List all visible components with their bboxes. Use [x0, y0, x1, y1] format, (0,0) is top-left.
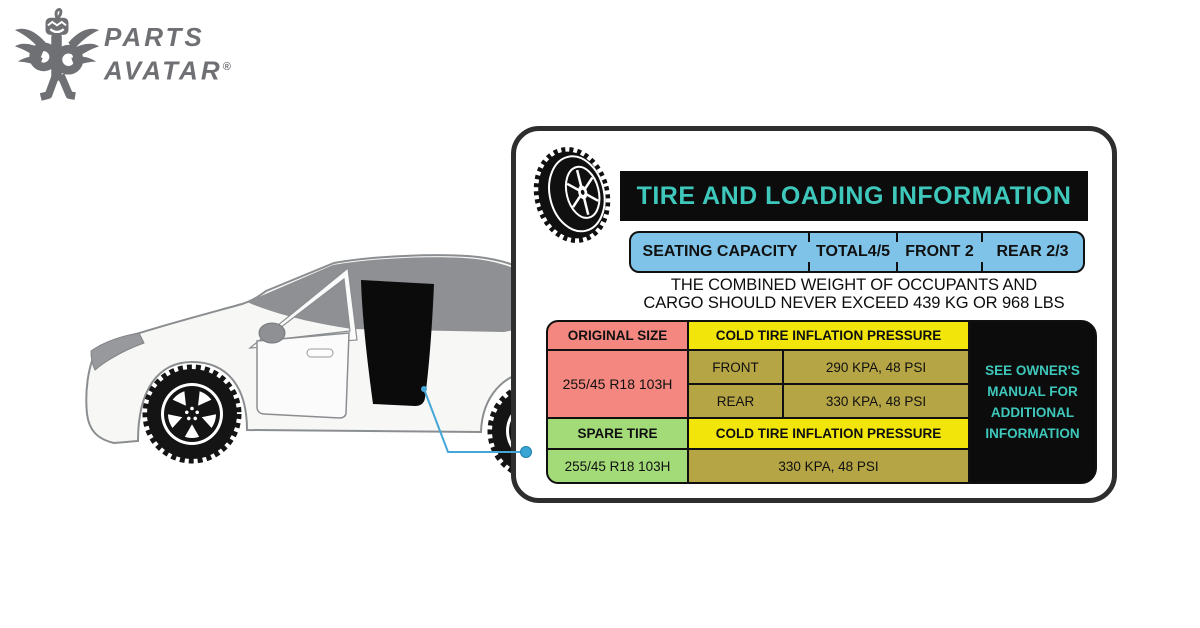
seating-capacity-label: SEATING CAPACITY: [642, 243, 798, 260]
registered-trademark: ®: [222, 61, 231, 74]
owners-note-line-3: ADDITIONAL: [990, 405, 1075, 420]
cold-pressure-header: COLD TIRE INFLATION PRESSURE: [689, 322, 968, 349]
open-door-panel: [256, 332, 350, 419]
placard-title: TIRE AND LOADING INFORMATION: [636, 181, 1072, 210]
front-pressure-value: 290 KPA, 48 PSI: [784, 351, 968, 383]
weight-notice-line-1: THE COMBINED WEIGHT OF OCCUPANTS AND: [670, 276, 1038, 294]
original-size-value: 255/45 R18 103H: [548, 351, 687, 417]
spare-cold-pressure-header: COLD TIRE INFLATION PRESSURE: [689, 419, 968, 448]
door-handle: [306, 348, 334, 358]
headlight: [90, 332, 145, 371]
tire-loading-placard: TIRE AND LOADING INFORMATION SEATING CAP…: [511, 126, 1117, 503]
spare-pressure-value: 330 KPA, 48 PSI: [689, 450, 968, 482]
original-size-header: ORIGINAL SIZE: [548, 322, 687, 349]
door-jamb-placard: [405, 371, 423, 391]
seating-total: TOTAL4/5: [808, 233, 897, 271]
tire-icon: [533, 147, 611, 243]
parts-avatar-mascot-icon: [14, 8, 100, 101]
tire-pressure-table: ORIGINAL SIZE COLD TIRE INFLATION PRESSU…: [546, 320, 1097, 484]
front-wheel: [142, 364, 242, 464]
brand-name-bottom: AVATAR®: [104, 55, 231, 86]
side-mirror: [258, 322, 286, 344]
weight-notice-line-2: CARGO SHOULD NEVER EXCEED 439 KG OR 968 …: [643, 293, 1065, 312]
owners-note-line-4: INFORMATION: [985, 426, 1080, 441]
owners-manual-note: SEE OWNER'S MANUAL FOR ADDITIONAL INFORM…: [970, 322, 1095, 482]
seating-capacity-bar: SEATING CAPACITY TOTAL4/5 FRONT 2 REAR 2…: [629, 231, 1085, 273]
seating-rear: REAR 2/3: [981, 233, 1083, 271]
front-label: FRONT: [689, 351, 782, 383]
brand-name-top: PARTS: [104, 22, 205, 53]
owners-note-line-1: SEE OWNER'S: [985, 363, 1080, 378]
combined-weight-notice: THE COMBINED WEIGHT OF OCCUPANTS AND CAR…: [600, 276, 1108, 312]
spare-tire-header: SPARE TIRE: [548, 419, 687, 448]
rear-pressure-value: 330 KPA, 48 PSI: [784, 385, 968, 417]
owners-note-line-2: MANUAL FOR: [987, 384, 1078, 399]
placard-title-bar: TIRE AND LOADING INFORMATION: [620, 171, 1088, 221]
door-opening: [361, 280, 434, 406]
brand-logo: PARTS AVATAR®: [14, 6, 264, 102]
seating-front: FRONT 2: [896, 233, 982, 271]
rear-label: REAR: [689, 385, 782, 417]
spare-size-value: 255/45 R18 103H: [548, 450, 687, 482]
